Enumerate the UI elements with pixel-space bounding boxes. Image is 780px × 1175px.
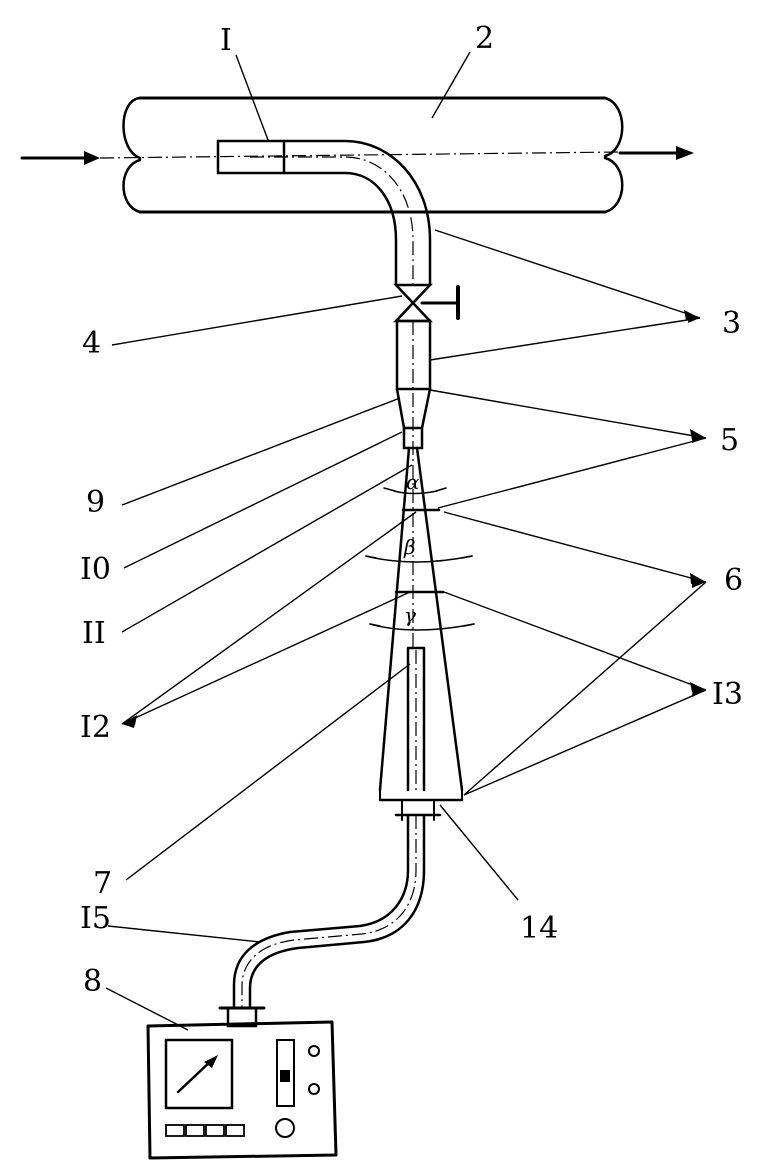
gauge-needle-icon [176, 1055, 218, 1094]
label-7: 7 [93, 866, 112, 901]
label-15: I5 [80, 901, 111, 936]
diverging-cone [378, 446, 464, 802]
label-11: II [82, 616, 106, 651]
label-2: 2 [475, 21, 494, 56]
instrument-box [146, 1020, 338, 1160]
label-8: 8 [83, 964, 102, 999]
label-9: 9 [86, 485, 105, 520]
flowmeter-tube [276, 1039, 295, 1107]
leader-arrowheads [122, 310, 706, 728]
instrument-connector [218, 1006, 266, 1028]
angle-arcs [365, 487, 475, 631]
gauge-dial [164, 1038, 234, 1110]
main-pipe-centerline [99, 151, 621, 159]
instrument-keypad [165, 1124, 245, 1137]
flow-in-arrow-icon [20, 151, 100, 165]
connecting-hose [232, 813, 426, 1010]
angle-alpha-label: α [406, 470, 420, 494]
angle-gamma-label: γ [404, 603, 416, 627]
flange [394, 799, 442, 821]
label-1: I [220, 23, 232, 58]
label-14: 14 [520, 911, 558, 946]
label-12: I2 [80, 710, 111, 745]
leader-lines [105, 51, 707, 1031]
instrument-knobs [275, 1045, 320, 1138]
label-10: I0 [80, 552, 111, 587]
angle-beta-label: β [403, 535, 416, 559]
label-6: 6 [724, 563, 743, 598]
main-pipe [122, 96, 624, 214]
label-13: I3 [712, 677, 743, 712]
label-3: 3 [722, 306, 741, 341]
label-5: 5 [720, 423, 739, 458]
label-4: 4 [82, 326, 101, 361]
valve-icon [393, 283, 460, 323]
flow-out-arrow-icon [618, 146, 694, 160]
sampling-tube [406, 646, 426, 792]
